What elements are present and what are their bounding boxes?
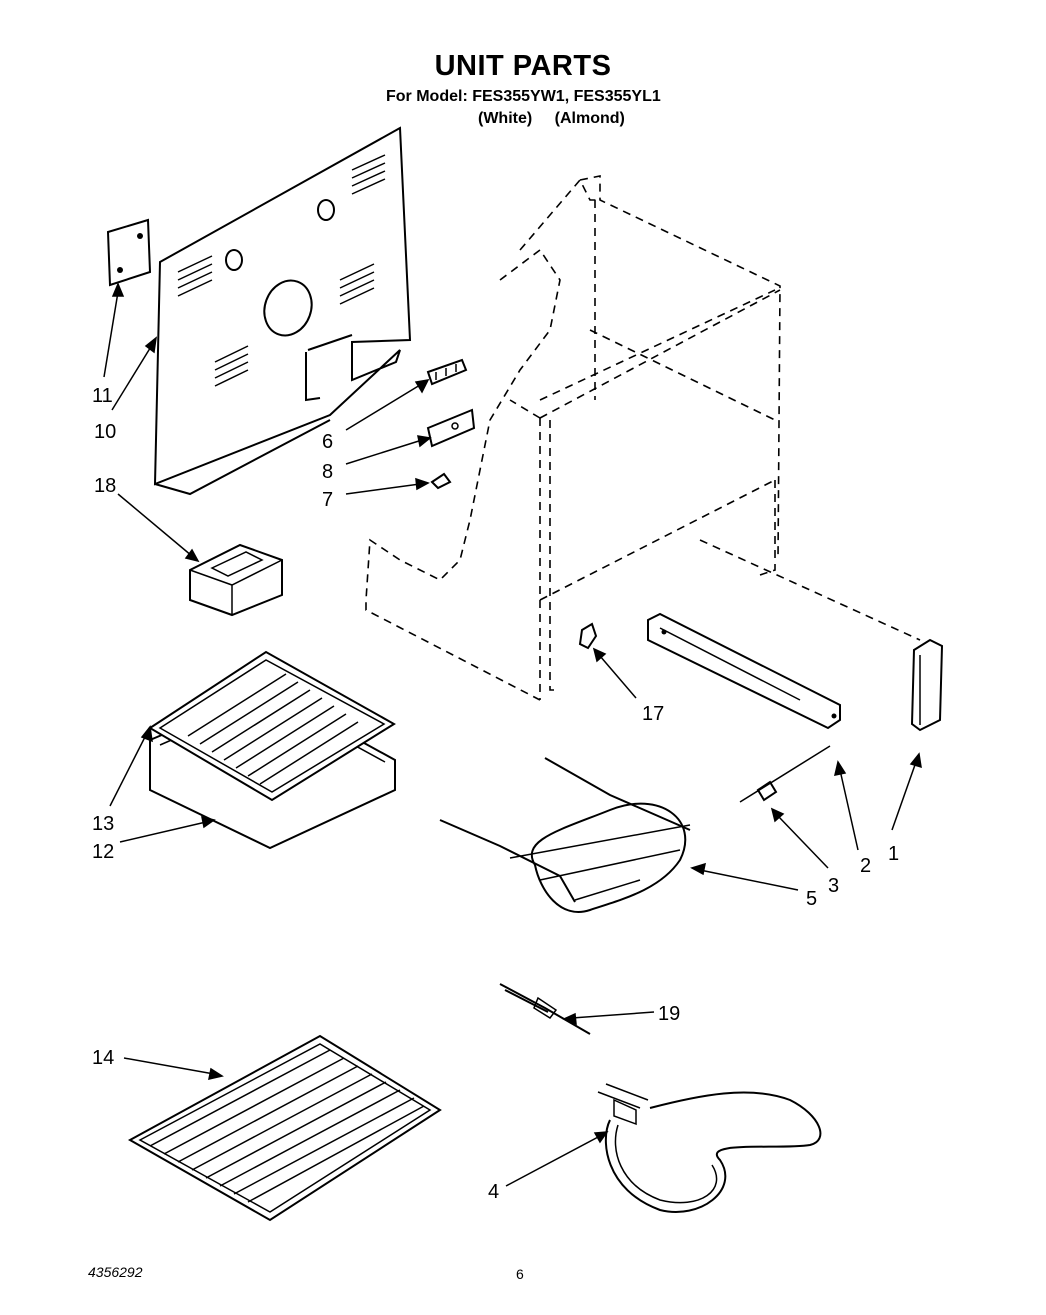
part-10-rear-panel [153,126,412,496]
callout-6: 6 [322,431,333,453]
part-17-grommet [578,622,598,650]
callout-12: 12 [92,841,114,863]
part-5-bake-element [439,757,691,913]
callout-18: 18 [94,475,116,497]
document-number: 4356292 [88,1264,143,1280]
callout-4: 4 [488,1181,499,1203]
callout-13: 13 [92,813,114,835]
callout-1: 1 [888,843,899,865]
color-almond-label: (Almond) [554,110,625,127]
part-13-broiler-grid [148,650,396,802]
color-line: (White) (Almond) [478,110,639,128]
callout-8: 8 [322,461,333,483]
callout-7: 7 [322,489,333,511]
part-3-clip [756,780,778,802]
part-14-oven-rack [127,1034,442,1222]
part-19-sensor [499,983,591,1035]
callout-10: 10 [94,421,116,443]
callout-3: 3 [828,875,839,897]
part-8-bracket [426,408,476,448]
part-2-rail [647,612,841,730]
leader-lines [103,282,922,1187]
color-white-label: (White) [478,110,533,127]
callout-11: 11 [92,385,113,407]
part-7-clip [430,472,452,490]
callout-2: 2 [860,855,871,877]
callout-19: 19 [658,1003,680,1025]
callout-17: 17 [642,703,664,725]
callout-14: 14 [92,1047,114,1069]
part-11-plate [106,218,152,287]
part-4-broil-element [597,1083,822,1213]
callout-5: 5 [806,888,817,910]
part-6-terminal-block [426,358,468,386]
page-number: 6 [516,1266,524,1282]
model-line: For Model: FES355YW1, FES355YL1 [386,88,661,105]
part-1-side-trim [910,638,944,732]
page-title: UNIT PARTS [434,50,612,82]
part-18-box [189,543,283,617]
cabinet-outline [365,175,921,701]
